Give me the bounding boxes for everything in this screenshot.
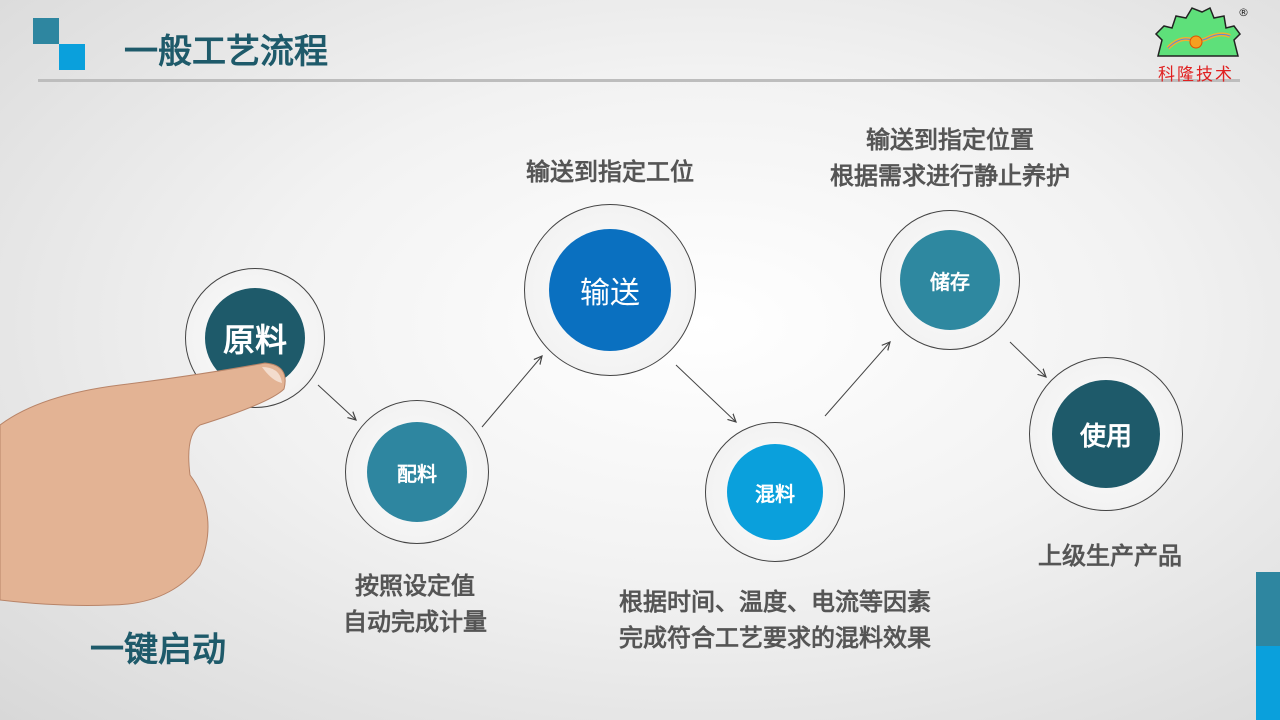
note-use: 上级生产产品 <box>1010 538 1210 574</box>
arrow <box>317 384 356 420</box>
step-label: 混料 <box>727 444 823 540</box>
pointing-hand-icon <box>0 362 286 606</box>
arrow <box>824 342 890 417</box>
step-use[interactable]: 使用 <box>1029 357 1183 511</box>
company-logo: ® 科隆技术 <box>1150 4 1249 85</box>
arrow <box>1009 341 1046 377</box>
note-batching: 按照设定值 自动完成计量 <box>315 568 515 640</box>
note-line: 按照设定值 <box>355 572 475 600</box>
decor-square <box>33 18 59 44</box>
step-label: 使用 <box>1052 380 1160 488</box>
one-click-start-label: 一键启动 <box>90 630 226 670</box>
gear-logo-icon <box>1154 6 1241 57</box>
note-line: 输送到指定工位 <box>526 158 694 186</box>
page-title: 一般工艺流程 <box>124 32 328 72</box>
step-label: 储存 <box>900 230 1000 330</box>
note-storage: 输送到指定位置 根据需求进行静止养护 <box>800 122 1100 194</box>
decor-bar <box>1256 572 1280 646</box>
note-line: 根据需求进行静止养护 <box>830 162 1070 190</box>
arrow <box>481 356 542 428</box>
note-line: 根据时间、温度、电流等因素 <box>619 588 931 616</box>
note-conveying: 输送到指定工位 <box>500 154 720 190</box>
decor-square <box>59 44 85 70</box>
note-line: 自动完成计量 <box>343 608 487 636</box>
arrow <box>675 364 736 422</box>
step-batching[interactable]: 配料 <box>345 400 489 544</box>
decor-bar <box>1256 646 1280 720</box>
divider <box>38 79 1240 82</box>
step-storage[interactable]: 储存 <box>880 210 1020 350</box>
note-line: 输送到指定位置 <box>866 126 1034 154</box>
note-mixing: 根据时间、温度、电流等因素 完成符合工艺要求的混料效果 <box>575 584 975 656</box>
step-mixing[interactable]: 混料 <box>705 422 845 562</box>
note-line: 完成符合工艺要求的混料效果 <box>619 624 931 652</box>
logo-text: 科隆技术 <box>1158 65 1234 85</box>
step-conveying[interactable]: 输送 <box>524 204 696 376</box>
step-label: 配料 <box>367 422 467 522</box>
note-line: 上级生产产品 <box>1038 542 1182 570</box>
registered-mark: ® <box>1238 6 1249 19</box>
step-label: 输送 <box>549 229 671 351</box>
